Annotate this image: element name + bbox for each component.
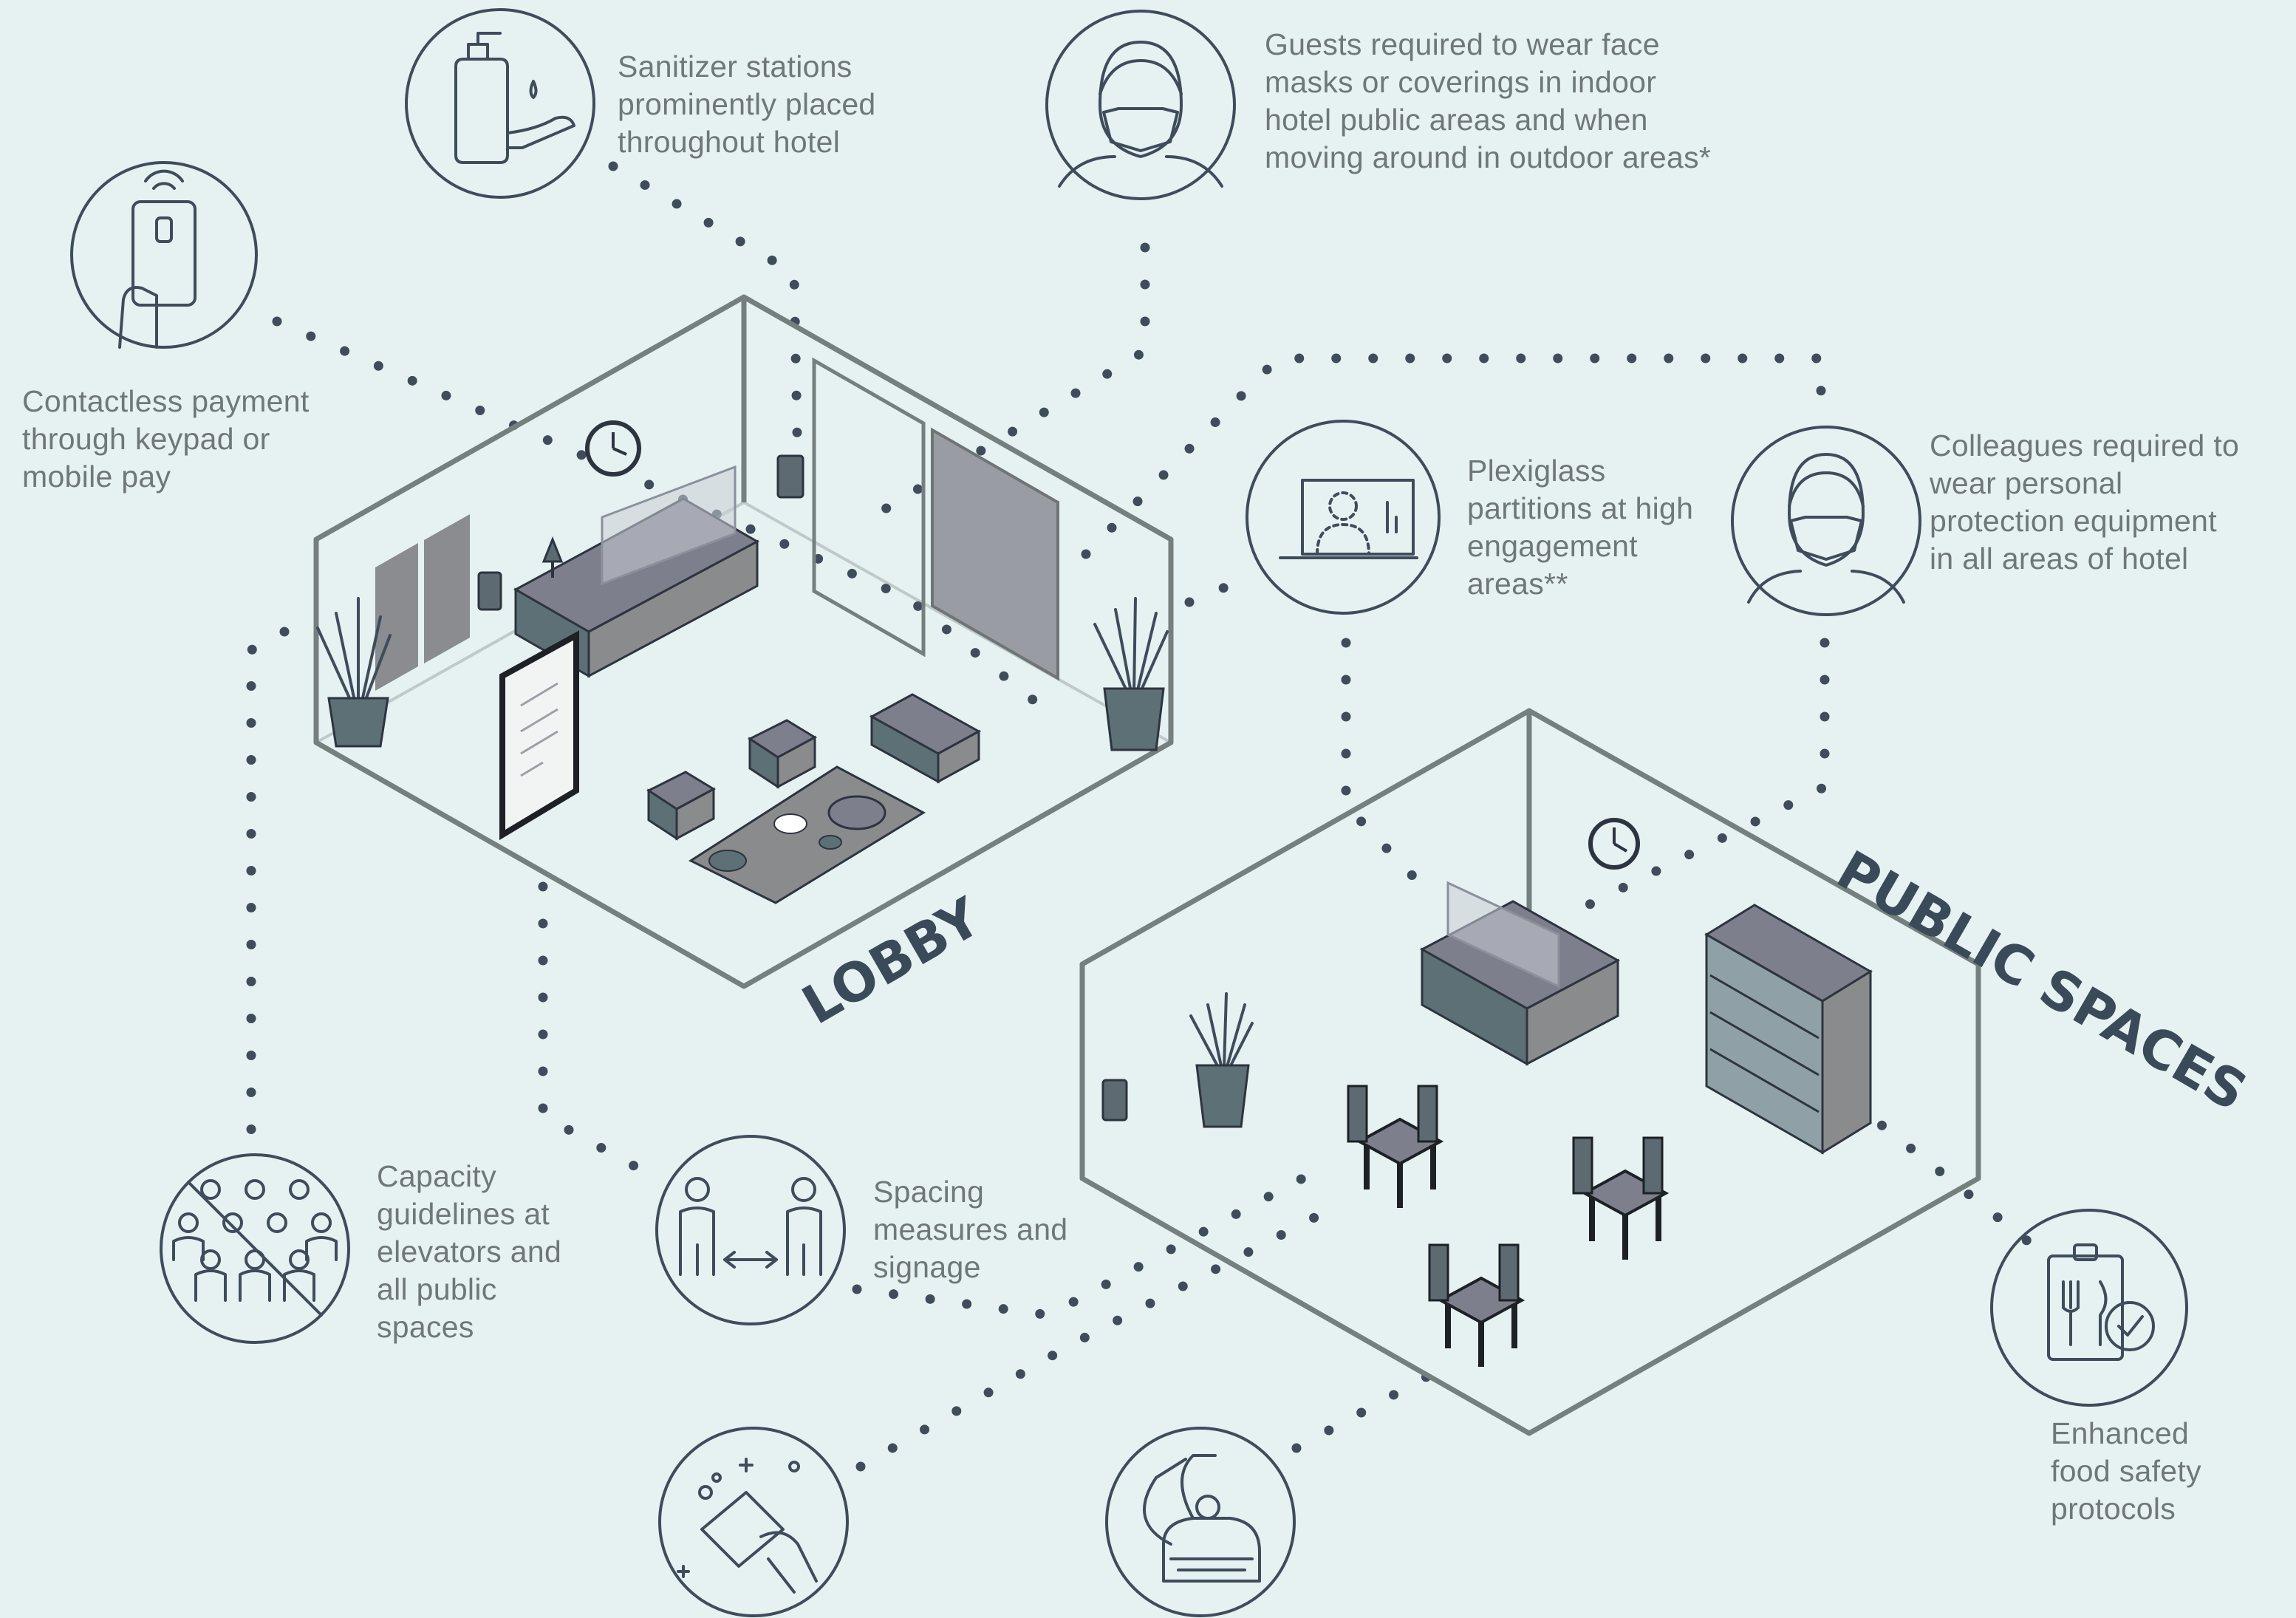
- food-safety-clipboard-icon: [1990, 1209, 2188, 1407]
- caption-colleagues-ppe: Colleagues required to wear personal pro…: [1930, 427, 2239, 578]
- caption-sanitizer: Sanitizer stations prominently placed th…: [618, 48, 876, 161]
- public-counter-side: [1525, 958, 1619, 1066]
- entrance-glass-door: [931, 427, 1059, 681]
- lobby-clock-hands: [612, 432, 627, 456]
- lobby-armchair-1: [646, 771, 717, 841]
- lobby-sanitizer-dispenser-right: [776, 454, 804, 499]
- connector-colleagues-public: [1583, 638, 1830, 910]
- public-spaces-room: [1079, 708, 1981, 1436]
- reception-plexiglass: [601, 465, 737, 586]
- lobby-rug: [688, 765, 926, 904]
- lobby-armchair-2: [748, 719, 818, 789]
- caption-plexiglass: Plexiglass partitions at high engagement…: [1467, 452, 1693, 603]
- lobby-plant-right: [1093, 597, 1169, 751]
- caption-spacing-line-2: measures and: [873, 1212, 1068, 1246]
- caption-spacing-line-3: signage: [873, 1250, 981, 1284]
- rug-circle-teal: [708, 850, 747, 872]
- caption-food-safety-line-1: Enhanced: [2051, 1416, 2190, 1450]
- sanitizer-dispenser-icon: [405, 8, 595, 199]
- masked-colleague-icon: [1731, 426, 1921, 616]
- caption-contactless-line-1: Contactless payment: [22, 384, 310, 418]
- elevator-door-left: [375, 543, 418, 691]
- dining-table-1: [1347, 1085, 1444, 1208]
- caption-capacity-line-5: spaces: [377, 1310, 474, 1344]
- caption-plexiglass-line-2: partitions at high: [1467, 491, 1694, 525]
- caption-plexiglass-line-1: Plexiglass: [1467, 454, 1606, 488]
- contactless-card-icon: [70, 161, 258, 349]
- caption-guests-masks: Guests required to wear face masks or co…: [1265, 26, 1711, 177]
- caption-colleagues-ppe-line-2: wear personal: [1930, 466, 2123, 500]
- public-sanitizer-dispenser: [1101, 1079, 1128, 1122]
- disinfecting-wipe-icon: [658, 1427, 849, 1617]
- connector-spacing: [538, 881, 655, 1180]
- reception-desk-side: [587, 539, 759, 678]
- crowd-limit-icon: [160, 1153, 350, 1344]
- cleaning-sprayer-icon: [1105, 1427, 1296, 1617]
- caption-guests-masks-line-1: Guests required to wear face: [1265, 27, 1660, 61]
- public-plexiglass: [1446, 881, 1560, 989]
- caption-sanitizer-line-2: prominently placed: [618, 87, 876, 121]
- caption-spacing-line-1: Spacing: [873, 1175, 985, 1209]
- caption-food-safety: Enhanced food safety protocols: [2051, 1415, 2201, 1528]
- caption-capacity-line-4: all public: [377, 1272, 497, 1306]
- food-case-side: [1821, 969, 1872, 1155]
- plexiglass-partition-icon: [1246, 420, 1441, 615]
- public-clock-hands: [1613, 827, 1628, 853]
- rug-circle-large: [827, 795, 886, 830]
- rug-circle-small: [819, 835, 842, 850]
- caption-contactless: Contactless payment through keypad or mo…: [22, 383, 310, 496]
- connector-sanitizer: [608, 161, 803, 478]
- connector-plexiglass-lobby: [1184, 578, 1239, 607]
- desk-lamp: [541, 536, 564, 563]
- connector-spacing-public: [852, 1158, 1335, 1320]
- connector-guests-masks: [867, 242, 1150, 522]
- elevator-door-right: [424, 514, 470, 663]
- connector-contactless: [272, 316, 1054, 718]
- info-sign-stand: [499, 630, 579, 841]
- dining-table-2: [1572, 1136, 1670, 1260]
- entrance-door-frame: [812, 357, 926, 658]
- caption-plexiglass-line-3: engagement: [1467, 529, 1638, 563]
- info-sign-lines: [520, 682, 558, 777]
- caption-sanitizer-line-1: Sanitizer stations: [618, 50, 853, 83]
- food-case-shelves: [1709, 974, 1820, 1113]
- distance-people-icon: [655, 1135, 846, 1325]
- caption-contactless-line-3: mobile pay: [22, 460, 171, 494]
- caption-guests-masks-line-4: moving around in outdoor areas*: [1265, 140, 1712, 174]
- caption-capacity-line-3: elevators and: [377, 1235, 562, 1269]
- caption-colleagues-ppe-line-1: Colleagues required to: [1930, 429, 2240, 462]
- lobby-room: [313, 294, 1174, 989]
- caption-food-safety-line-2: food safety: [2051, 1454, 2201, 1488]
- caption-capacity-line-1: Capacity: [377, 1159, 496, 1193]
- caption-spacing: Spacing measures and signage: [873, 1173, 1067, 1286]
- rug-circle-white: [773, 813, 807, 834]
- connector-colleagues-top: [1081, 353, 1826, 559]
- face-mask-person-icon: [1045, 10, 1236, 200]
- public-plant: [1189, 992, 1254, 1128]
- caption-colleagues-ppe-line-4: in all areas of hotel: [1930, 542, 2189, 576]
- caption-capacity: Capacity guidelines at elevators and all…: [377, 1158, 561, 1346]
- dining-table-3: [1428, 1243, 1525, 1367]
- caption-plexiglass-line-4: areas**: [1467, 567, 1568, 601]
- caption-contactless-line-2: through keypad or: [22, 422, 270, 456]
- caption-food-safety-line-3: protocols: [2051, 1492, 2176, 1526]
- connector-capacity: [246, 627, 290, 1139]
- caption-capacity-line-2: guidelines at: [377, 1197, 550, 1231]
- caption-guests-masks-line-2: masks or coverings in indoor: [1265, 65, 1657, 99]
- caption-sanitizer-line-3: throughout hotel: [618, 125, 841, 159]
- caption-colleagues-ppe-line-3: protection equipment: [1930, 504, 2217, 538]
- lobby-sofa: [869, 693, 982, 784]
- caption-guests-masks-line-3: hotel public areas and when: [1265, 103, 1648, 137]
- lobby-sanitizer-dispenser-left: [477, 571, 502, 611]
- lobby-plant-left: [316, 597, 392, 748]
